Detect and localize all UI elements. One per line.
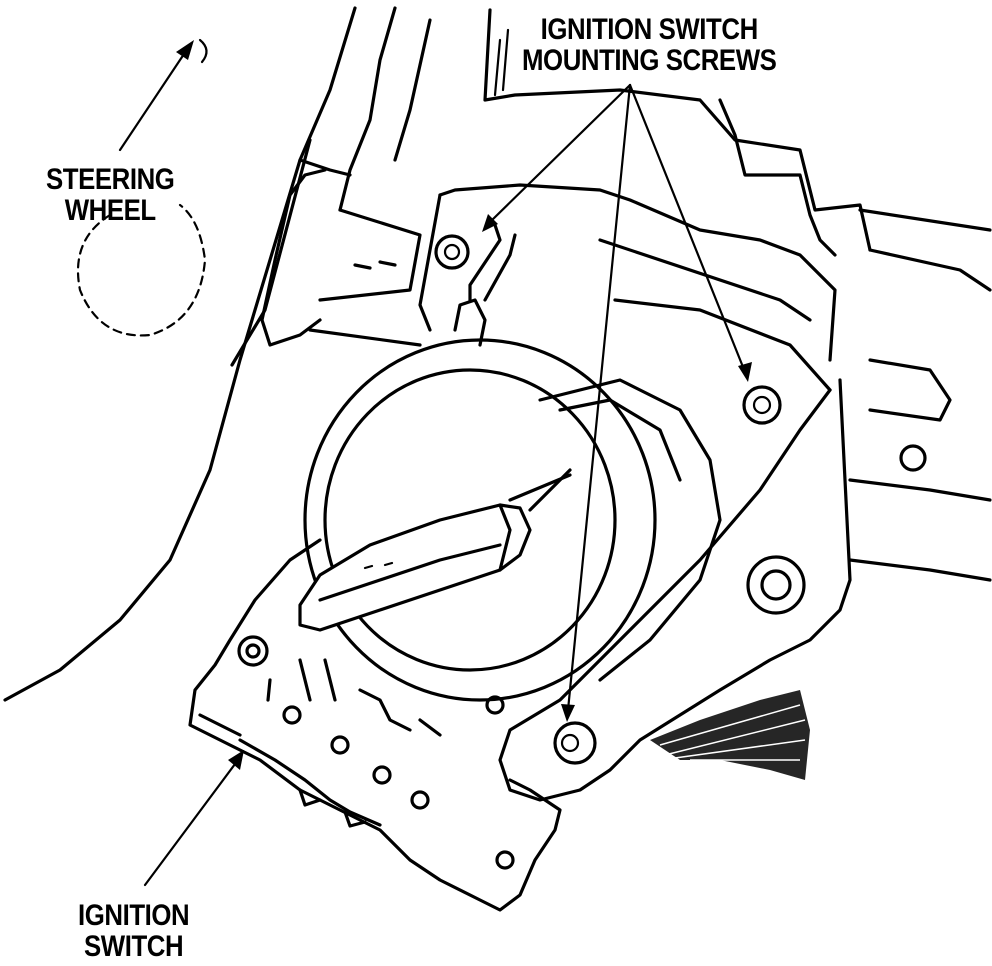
switch-callout-arrow [143,750,244,887]
steering-wheel-label: STEERING WHEEL [46,163,175,227]
mounting-screw-bottom [553,721,597,765]
mounting-screws-label: IGNITION SWITCH MOUNTING SCREWS [522,13,777,77]
mounting-screw-right [742,385,782,425]
steering-rotation-indicator [76,38,208,337]
ignition-switch-label-line1: IGNITION [78,899,190,932]
steering-column-housing [3,6,992,702]
ignition-key [298,468,572,632]
ignition-switch-label: IGNITION SWITCH [78,899,190,963]
ignition-switch-label-line2: SWITCH [84,930,184,963]
hatched-backing [650,690,810,780]
ignition-switch-body [188,538,562,912]
steering-wheel-label-line1: STEERING [46,163,175,196]
lock-housing-bracket [418,183,992,802]
steering-shaft [260,168,422,347]
mounting-screws-label-line1: IGNITION SWITCH [540,13,759,46]
mounting-screw-top [434,234,470,270]
mounting-screws-label-line2: MOUNTING SCREWS [522,44,777,77]
steering-wheel-label-line2: WHEEL [64,194,156,227]
screw-callout-arrows [482,83,752,722]
